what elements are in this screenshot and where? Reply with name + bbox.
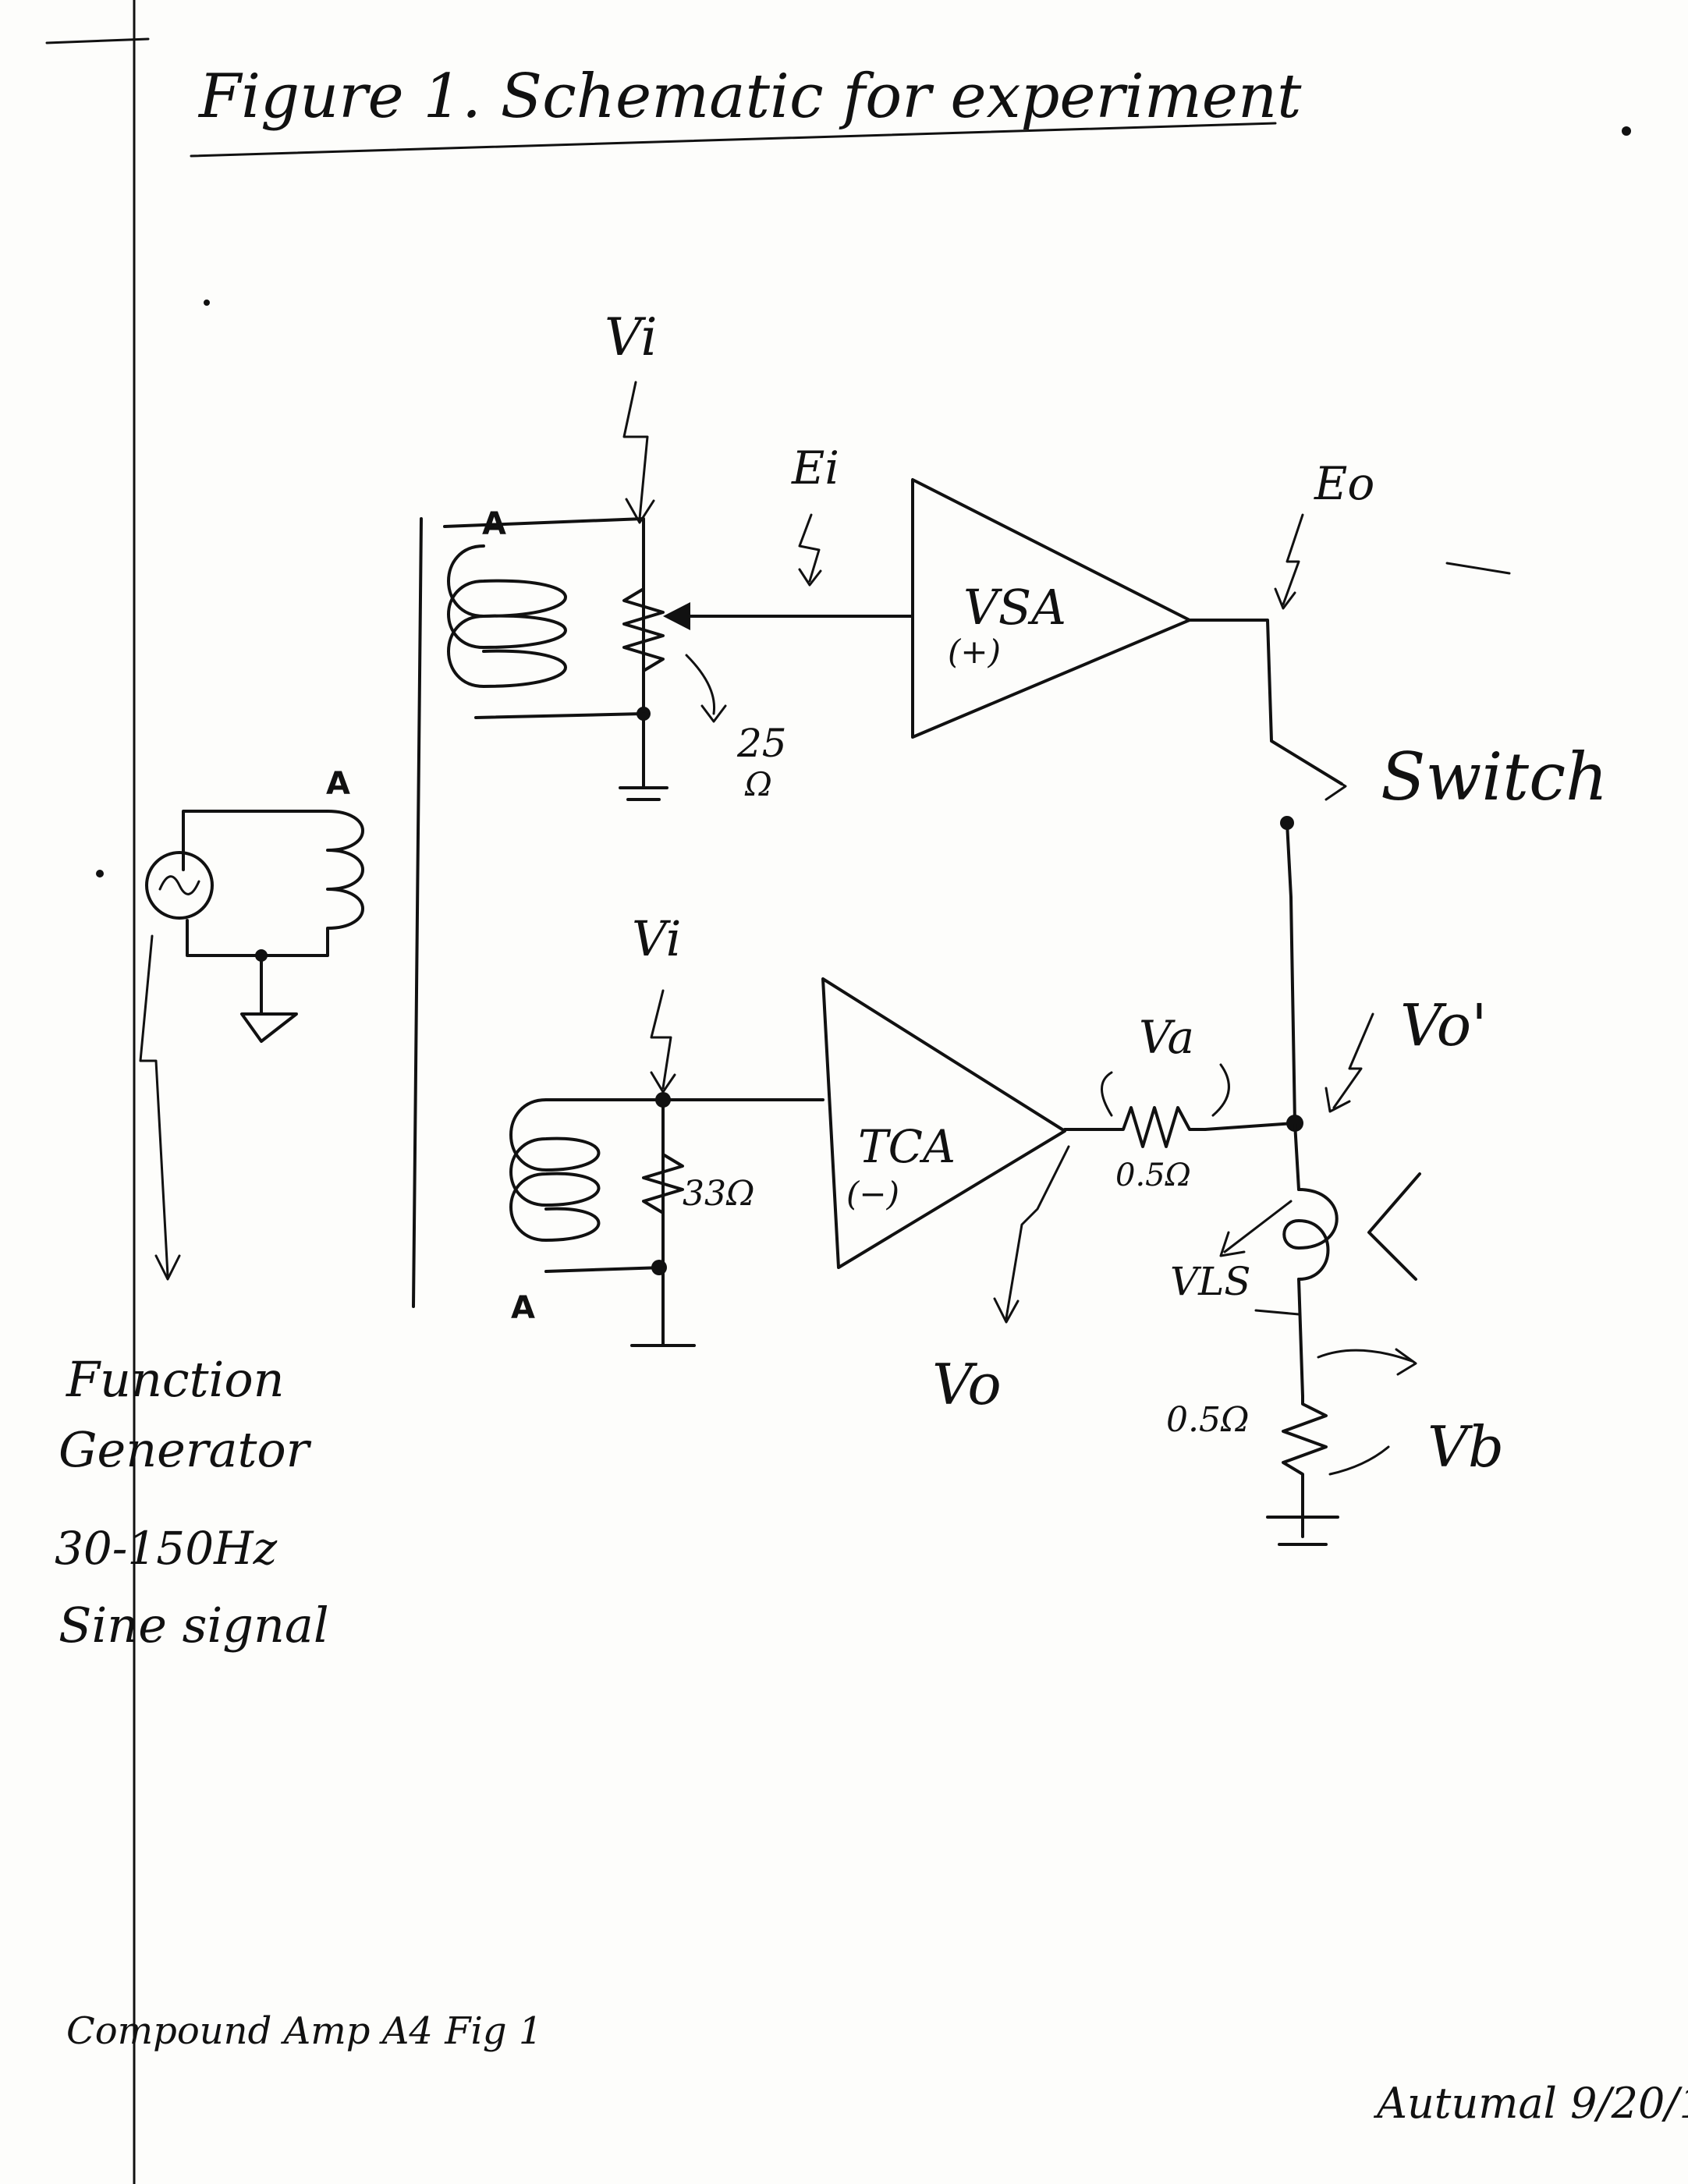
tca-label: TCA bbox=[858, 1120, 956, 1173]
generator-label-line1: Function bbox=[66, 1351, 285, 1408]
ground-icon bbox=[240, 1012, 298, 1043]
vsa-label: VSA bbox=[963, 579, 1066, 636]
generator-top-wire bbox=[182, 810, 329, 871]
arrow-head-icon bbox=[798, 568, 822, 587]
ei-label: Ei bbox=[791, 441, 839, 495]
speaker-cone-icon bbox=[1367, 1172, 1421, 1281]
generator-label-line4: Sine signal bbox=[59, 1597, 329, 1654]
arrow-head-icon bbox=[154, 1254, 181, 1281]
node-to-speaker-wire bbox=[1293, 1122, 1300, 1191]
speaker-to-resistor-wire bbox=[1297, 1278, 1304, 1398]
vi-top-label: Vi bbox=[605, 307, 658, 367]
vsa-sign: (+) bbox=[948, 633, 1001, 671]
top-coil-lead bbox=[443, 517, 645, 719]
potentiometer-25-ohm bbox=[622, 552, 665, 715]
resistor-33-ohm bbox=[642, 1137, 684, 1269]
vi-top-arrow bbox=[622, 381, 649, 520]
figure-title: Figure 1. Schematic for experiment bbox=[197, 62, 1302, 132]
arrow-head-icon bbox=[700, 704, 727, 723]
arrow-head-icon bbox=[1395, 1348, 1417, 1376]
va-arrow-right bbox=[1211, 1063, 1230, 1117]
vi-bottom-arrow bbox=[650, 989, 672, 1090]
footer-caption: Compound Amp A4 Fig 1 bbox=[66, 2009, 542, 2053]
generator-label-line2: Generator bbox=[59, 1421, 312, 1478]
eo-arrow bbox=[1282, 513, 1304, 606]
stray-mark bbox=[1445, 562, 1511, 575]
arrow-head-icon bbox=[650, 1071, 676, 1094]
vb-arrow-bottom bbox=[1328, 1445, 1390, 1476]
generator-label-line3: 30-150Hz bbox=[55, 1522, 278, 1575]
vsa-output-wire bbox=[1188, 619, 1343, 785]
pot-value-label: 25 bbox=[736, 721, 787, 766]
eo-label: Eo bbox=[1314, 457, 1374, 510]
top-mark bbox=[45, 37, 150, 44]
generator-coil bbox=[186, 810, 364, 957]
pot-pointer bbox=[685, 654, 716, 715]
title-underline bbox=[190, 122, 1277, 158]
arrow-head-icon bbox=[993, 1297, 1020, 1324]
ei-arrow bbox=[798, 513, 821, 583]
bottom-coil-leads bbox=[544, 1098, 665, 1273]
vb-label: Vb bbox=[1427, 1414, 1504, 1480]
vo-label: Vo bbox=[932, 1352, 1002, 1417]
ac-source-icon bbox=[145, 851, 214, 920]
top-transformer-coil bbox=[447, 544, 567, 688]
r05-top-label: 0.5Ω bbox=[1115, 1158, 1191, 1193]
sine-wave-icon bbox=[158, 875, 200, 895]
vo-prime-arrow bbox=[1332, 1012, 1374, 1109]
vo-prime-label: Vo' bbox=[1400, 992, 1488, 1059]
stray-mark bbox=[96, 870, 104, 878]
arrow-head-icon bbox=[1325, 1087, 1351, 1113]
stray-mark bbox=[1622, 126, 1631, 136]
loudspeaker-coil bbox=[1282, 1188, 1339, 1281]
vls-arrow-top bbox=[1223, 1200, 1293, 1253]
vo-arrow bbox=[1005, 1145, 1070, 1320]
pot-unit-label: Ω bbox=[744, 765, 772, 803]
resistor-0-5-ohm-bottom bbox=[1282, 1395, 1328, 1523]
vls-arrow-bottom bbox=[1254, 1309, 1300, 1316]
va-arrow-left bbox=[1101, 1071, 1113, 1117]
resistor-to-node-wire bbox=[1204, 1122, 1296, 1131]
transformer-core bbox=[412, 517, 423, 1308]
arrow-head-icon bbox=[1219, 1231, 1246, 1257]
arrow-head-icon bbox=[1274, 587, 1296, 610]
switch-to-node-wire bbox=[1286, 821, 1296, 1125]
vb-arrow-top bbox=[1317, 1349, 1413, 1363]
marker-a-generator: A bbox=[326, 766, 350, 802]
va-label: Va bbox=[1139, 1011, 1194, 1064]
tca-amplifier bbox=[821, 977, 1066, 1269]
resistor-0-5-ohm-top bbox=[1106, 1106, 1207, 1148]
r33-label: 33Ω bbox=[683, 1174, 754, 1214]
arrow-head-icon bbox=[625, 498, 655, 524]
r05-bottom-label: 0.5Ω bbox=[1166, 1400, 1249, 1440]
marker-a-bottom: A bbox=[511, 1290, 535, 1326]
vi-bottom-label: Vi bbox=[632, 910, 682, 967]
marker-a-top: A bbox=[482, 506, 506, 542]
bottom-transformer-coil bbox=[509, 1098, 601, 1242]
wiper-arrow-icon bbox=[663, 602, 690, 630]
switch-arrow-icon bbox=[1321, 771, 1347, 801]
tca-sign: (−) bbox=[846, 1175, 899, 1213]
switch-label: Switch bbox=[1381, 739, 1608, 815]
stray-mark bbox=[204, 300, 210, 306]
generator-output-arrow bbox=[139, 934, 169, 1277]
signature: Autumal 9/20/11 bbox=[1373, 2079, 1688, 2128]
vls-label: VLS bbox=[1170, 1259, 1251, 1304]
vsa-amplifier bbox=[911, 478, 1191, 739]
